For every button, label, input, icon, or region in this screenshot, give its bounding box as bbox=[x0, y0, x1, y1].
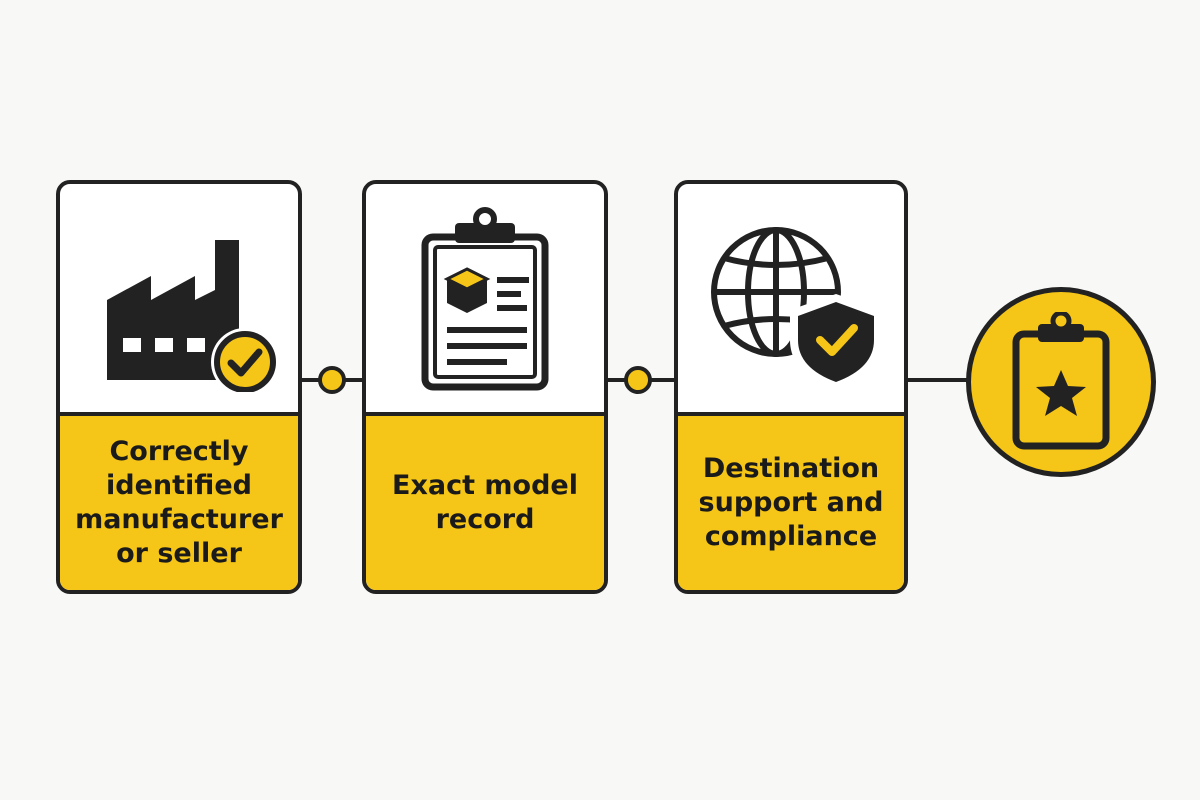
step-card-icon-area bbox=[60, 184, 298, 420]
step-label-line: identified bbox=[106, 470, 252, 501]
final-result-node bbox=[966, 287, 1156, 477]
step-card-compliance: Destination support and compliance bbox=[674, 180, 908, 594]
step-label-line: Exact model bbox=[392, 470, 578, 501]
step-label-line: manufacturer bbox=[75, 504, 283, 535]
connector-node-2 bbox=[624, 366, 652, 394]
clipboard-box-icon bbox=[421, 207, 549, 391]
step-label-line: Destination bbox=[702, 453, 880, 484]
clipboard-star-icon bbox=[1012, 312, 1110, 450]
step-label-line: support and bbox=[698, 487, 884, 518]
step-label: Correctly identified manufacturer or sel… bbox=[61, 435, 297, 571]
factory-check-icon bbox=[107, 240, 279, 392]
step-label-line: Correctly bbox=[109, 436, 249, 467]
connector-node-1 bbox=[318, 366, 346, 394]
step-card-manufacturer: Correctly identified manufacturer or sel… bbox=[56, 180, 302, 594]
step-card-icon-area bbox=[678, 184, 904, 420]
step-card-label-area: Correctly identified manufacturer or sel… bbox=[60, 412, 298, 590]
step-label-line: record bbox=[435, 504, 535, 535]
connector-line-3 bbox=[906, 378, 970, 382]
step-label: Exact model record bbox=[378, 469, 592, 537]
step-card-icon-area bbox=[366, 184, 604, 420]
step-card-model-record: Exact model record bbox=[362, 180, 608, 594]
step-label: Destination support and compliance bbox=[685, 452, 898, 554]
step-card-label-area: Destination support and compliance bbox=[678, 412, 904, 590]
step-label-line: or seller bbox=[116, 538, 242, 569]
globe-shield-icon bbox=[711, 227, 882, 390]
step-label-line: compliance bbox=[704, 521, 878, 552]
step-card-label-area: Exact model record bbox=[366, 412, 604, 590]
